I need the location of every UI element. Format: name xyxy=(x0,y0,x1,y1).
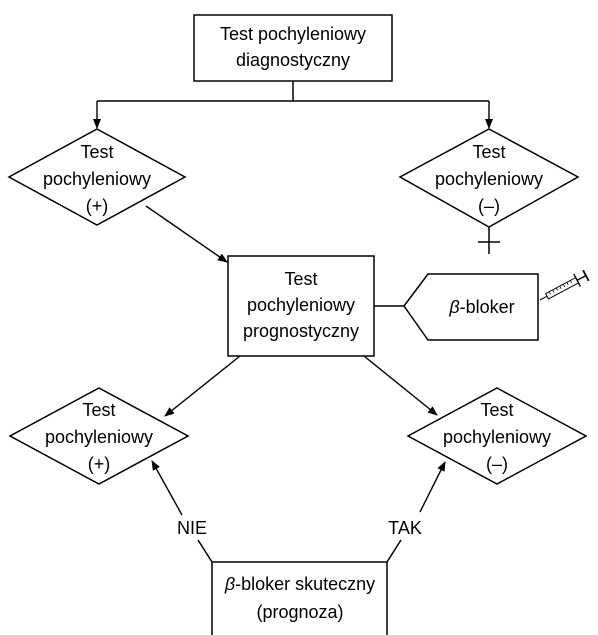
effective-beta-blocker-line1: β-bloker skuteczny xyxy=(224,574,375,594)
diagnostic-test-box xyxy=(193,14,393,82)
label-nie: NIE xyxy=(177,518,207,538)
connector-nie xyxy=(197,539,213,563)
diamond-tl-line2: pochyleniowy xyxy=(43,169,151,189)
negative-test-diamond-bottom xyxy=(406,387,588,485)
diagnostic-test-line2: diagnostyczny xyxy=(236,50,350,70)
diamond-tl-line1: Test xyxy=(80,142,113,162)
diamond-bl-line2: pochyleniowy xyxy=(45,427,153,447)
arrow-to-bottom-right-diamond xyxy=(363,355,438,416)
arrow-nie xyxy=(151,460,183,516)
arrow-to-bottom-left-diamond xyxy=(164,355,241,417)
diamond-bl-line1: Test xyxy=(82,400,115,420)
diamond-tr-line2: pochyleniowy xyxy=(435,169,543,189)
diagnostic-test-line1: Test pochyleniowy xyxy=(220,24,366,44)
diamond-br-line2: pochyleniowy xyxy=(443,427,551,447)
connector-tak xyxy=(386,539,402,563)
effective-beta-blocker-box xyxy=(211,561,388,635)
prognostic-test-line2: pochyleniowy xyxy=(247,295,355,315)
arrow-to-prognostic-test xyxy=(145,205,228,263)
diamond-br-line3: (–) xyxy=(486,454,508,474)
beta-symbol-bottom: β xyxy=(224,574,235,594)
positive-test-diamond-top xyxy=(7,128,187,226)
top-branch-connector xyxy=(97,81,489,102)
arrow-tak xyxy=(419,461,446,513)
diamond-bl-line3: (+) xyxy=(88,454,111,474)
label-tak: TAK xyxy=(388,518,422,538)
syringe-icon xyxy=(539,269,590,301)
beta-blocker-tag xyxy=(403,273,539,341)
end-terminator xyxy=(478,227,500,254)
effective-beta-blocker-text: -bloker skuteczny xyxy=(235,574,375,594)
prognostic-test-line1: Test xyxy=(284,269,317,289)
diamond-tr-line3: (–) xyxy=(478,196,500,216)
positive-test-diamond-bottom xyxy=(8,387,190,485)
prognostic-test-box xyxy=(227,255,375,357)
effective-beta-blocker-line2: (prognoza) xyxy=(256,602,343,622)
diamond-tr-line1: Test xyxy=(472,142,505,162)
beta-blocker-label: β-bloker xyxy=(448,297,514,317)
prognostic-test-line3: prognostyczny xyxy=(243,321,359,341)
beta-symbol: β xyxy=(448,297,459,317)
diamond-br-line1: Test xyxy=(480,400,513,420)
beta-blocker-text: -bloker xyxy=(460,297,515,317)
diamond-tl-line3: (+) xyxy=(86,196,109,216)
